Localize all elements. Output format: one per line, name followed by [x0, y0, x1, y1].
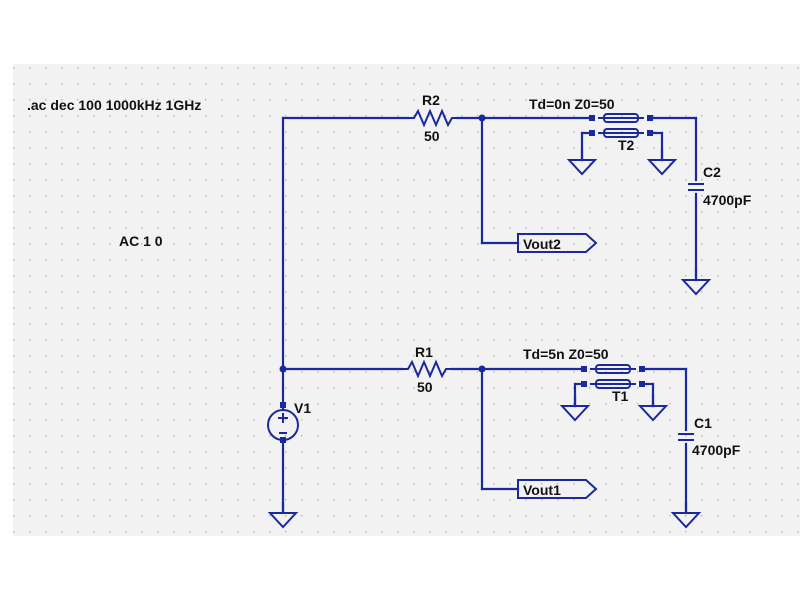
transmission-line-icon — [598, 113, 644, 138]
c1-value-label: 4700pF — [692, 442, 741, 458]
c1-name-label: C1 — [694, 415, 712, 431]
schematic-grid — [13, 64, 800, 536]
net-label-vout1[interactable]: Vout1 — [517, 479, 598, 499]
t2-name-label: T2 — [618, 137, 635, 153]
voltage-source-v1[interactable] — [267, 402, 299, 443]
resistor-icon — [402, 359, 452, 379]
r2-value-label: 50 — [424, 128, 440, 144]
r2-name-label: R2 — [422, 92, 440, 108]
net-flag-icon — [517, 233, 598, 253]
t1-name-label: T1 — [612, 388, 629, 404]
v1-name-label: V1 — [294, 400, 311, 416]
resistor-icon — [408, 108, 457, 128]
t1-params-label: Td=5n Z0=50 — [523, 346, 609, 362]
t2-params-label: Td=0n Z0=50 — [529, 96, 615, 112]
net-label-vout2[interactable]: Vout2 — [517, 233, 598, 253]
net-label-text: Vout2 — [523, 236, 561, 252]
transmission-line-icon — [590, 364, 636, 389]
transmission-line-t2[interactable] — [589, 113, 653, 138]
junction-dot — [478, 365, 486, 373]
resistor-r1[interactable] — [402, 359, 452, 379]
source-value-label[interactable]: AC 1 0 — [119, 233, 163, 249]
c2-name-label: C2 — [703, 164, 721, 180]
net-label-text: Vout1 — [523, 482, 561, 498]
transmission-line-t1[interactable] — [581, 364, 645, 389]
junction-dot — [279, 365, 287, 373]
junction-dot — [478, 114, 486, 122]
r1-name-label: R1 — [415, 344, 433, 360]
resistor-r2[interactable] — [408, 108, 457, 128]
c2-value-label: 4700pF — [703, 192, 752, 208]
ac-analysis-directive[interactable]: .ac dec 100 1000kHz 1GHz — [27, 97, 201, 113]
net-flag-icon — [517, 479, 598, 499]
r1-value-label: 50 — [417, 379, 433, 395]
